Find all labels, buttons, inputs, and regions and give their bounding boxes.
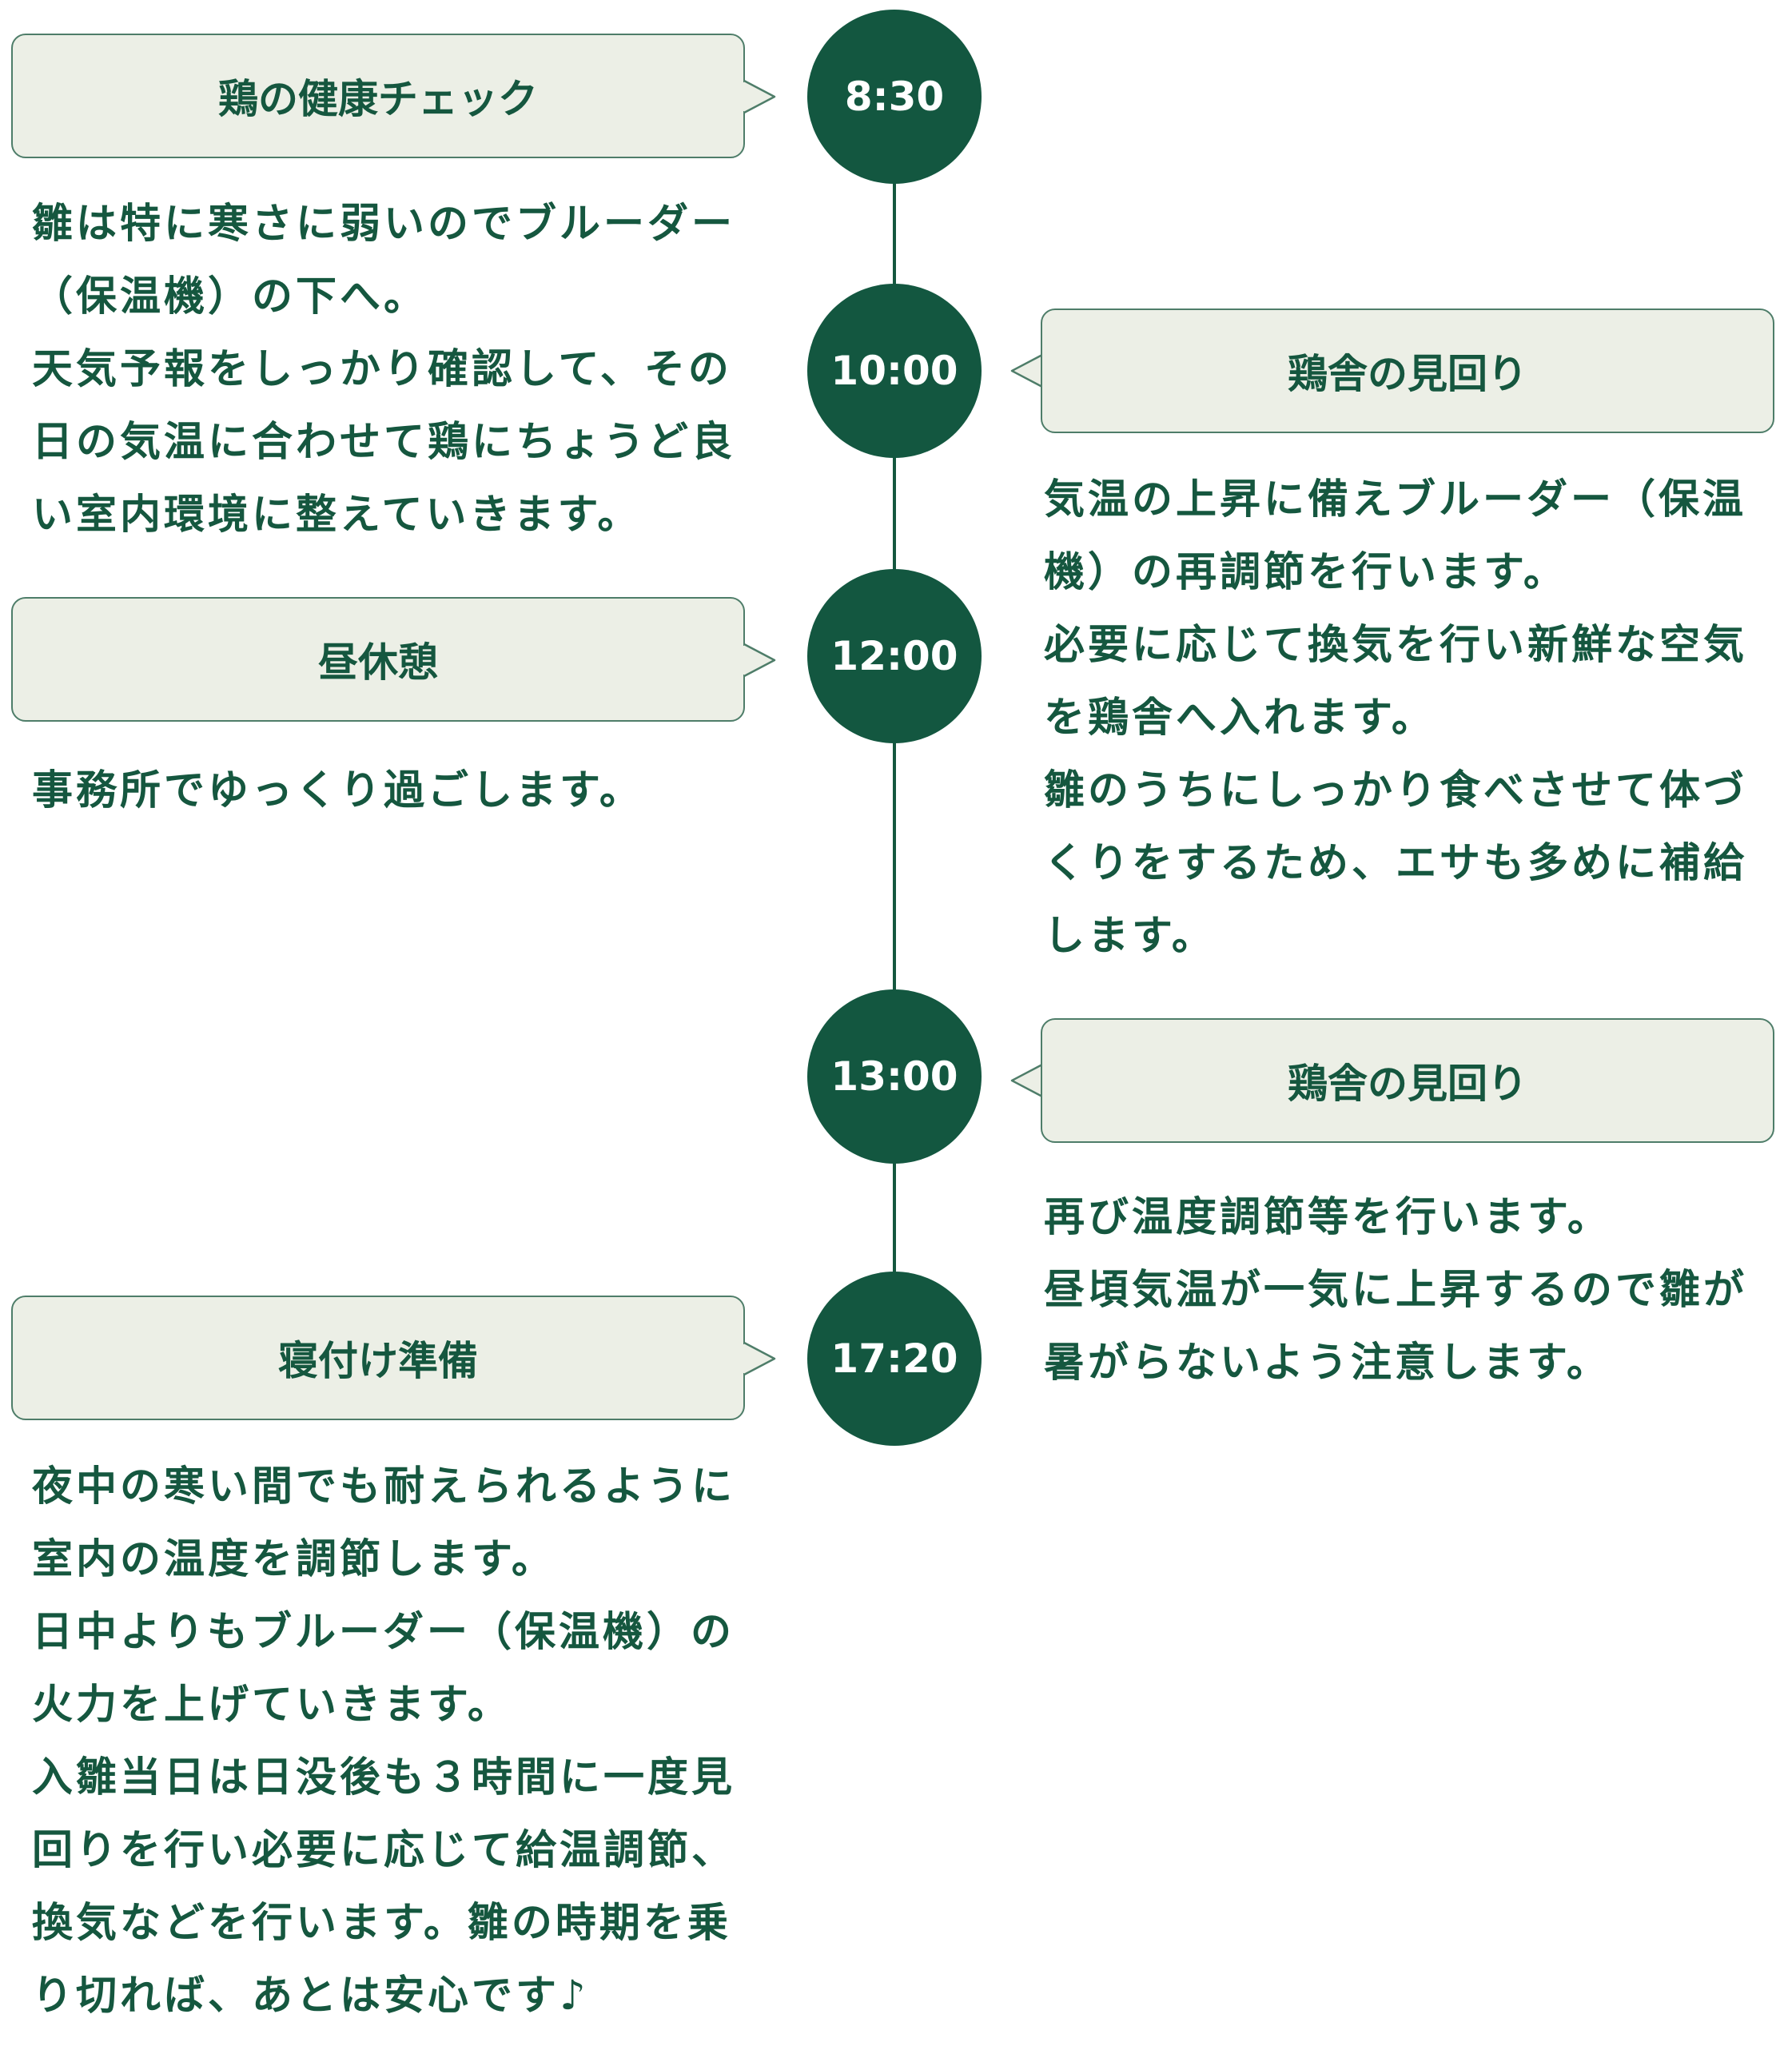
description-line: （保温機）の下へ。 (32, 273, 428, 320)
description-line: 必要に応じて換気を行い新鮮な空気 (1044, 622, 1748, 669)
entry-title: 寝付け準備 (278, 1338, 478, 1384)
description-line: 天気予報をしっかり確認して、その (32, 346, 732, 393)
entry-description: 再び温度調節等を行います。 昼頃気温が一気に上昇するので雛が 暑がらないよう注意… (1044, 1181, 1779, 1399)
description-line: 機）の再調節を行います。 (1044, 549, 1567, 596)
time-label: 8:30 (844, 74, 945, 120)
entry-title: 昼休憩 (318, 639, 438, 686)
entry-title-bubble: 鶏舎の見回り (1041, 1018, 1774, 1143)
bubble-pointer-right-icon (742, 643, 776, 678)
entry-title: 鶏の健康チェック (218, 76, 538, 122)
entry-title-bubble: 鶏の健康チェック (11, 34, 745, 158)
entry-description: 夜中の寒い間でも耐えられるように 室内の温度を調節します。 日中よりもブルーダー… (32, 1451, 767, 2032)
description-line: します。 (1044, 913, 1216, 960)
time-badge: 13:00 (807, 989, 982, 1164)
description-line: 雛のうちにしっかり食べさせて体づ (1044, 767, 1748, 814)
description-line: 雛は特に寒さに弱いのでブルーダー (32, 201, 736, 248)
description-line: 気温の上昇に備えブルーダー（保温 (1044, 476, 1746, 523)
bubble-pointer-right-icon (742, 79, 776, 114)
entry-title: 鶏舎の見回り (1288, 351, 1527, 397)
description-line: 回りを行い必要に応じて給温調節、 (32, 1827, 736, 1874)
description-line: 再び温度調節等を行います。 (1044, 1194, 1611, 1241)
entry-description: 雛は特に寒さに弱いのでブルーダー （保温機）の下へ。 天気予報をしっかり確認して… (32, 188, 767, 551)
description-line: 日中よりもブルーダー（保温機）の (32, 1609, 735, 1656)
description-line: くりをするため、エサも多めに補給 (1044, 840, 1748, 887)
time-badge: 12:00 (807, 569, 982, 743)
time-label: 10:00 (830, 348, 958, 394)
bubble-pointer-right-icon (742, 1341, 776, 1376)
entry-title: 鶏舎の見回り (1288, 1061, 1527, 1107)
entry-title-bubble: 鶏舎の見回り (1041, 308, 1774, 433)
description-line: 昼頃気温が一気に上昇するので雛が (1044, 1267, 1748, 1314)
time-badge: 10:00 (807, 284, 982, 458)
time-label: 17:20 (830, 1335, 958, 1382)
description-line: 入雛当日は日没後も３時間に一度見 (32, 1754, 736, 1801)
time-label: 13:00 (830, 1053, 958, 1100)
bubble-pointer-left-icon (1010, 1063, 1045, 1098)
time-badge: 17:20 (807, 1272, 982, 1446)
description-line: い室内環境に整えていきます。 (32, 492, 642, 539)
description-line: を鶏舎へ入れます。 (1044, 695, 1436, 742)
entry-description: 事務所でゆっくり過ごします。 (32, 754, 767, 827)
description-line: 日の気温に合わせて鶏にちょうど良 (32, 419, 736, 466)
description-line: 換気などを行います。雛の時期を乗 (32, 1900, 731, 1947)
description-line: 夜中の寒い間でも耐えられるように (32, 1463, 736, 1511)
time-label: 12:00 (830, 633, 958, 679)
time-badge: 8:30 (807, 10, 982, 184)
description-line: 暑がらないよう注意します。 (1044, 1339, 1611, 1387)
description-line: 火力を上げていきます。 (32, 1682, 512, 1729)
description-line: 事務所でゆっくり過ごします。 (32, 767, 643, 814)
description-line: 室内の温度を調節します。 (32, 1536, 556, 1583)
description-line: り切れば、あとは安心です♪ (32, 1972, 589, 2020)
entry-title-bubble: 寝付け準備 (11, 1296, 745, 1420)
entry-description: 気温の上昇に備えブルーダー（保温 機）の再調節を行います。 必要に応じて換気を行… (1044, 464, 1779, 973)
entry-title-bubble: 昼休憩 (11, 597, 745, 722)
bubble-pointer-left-icon (1010, 353, 1045, 388)
